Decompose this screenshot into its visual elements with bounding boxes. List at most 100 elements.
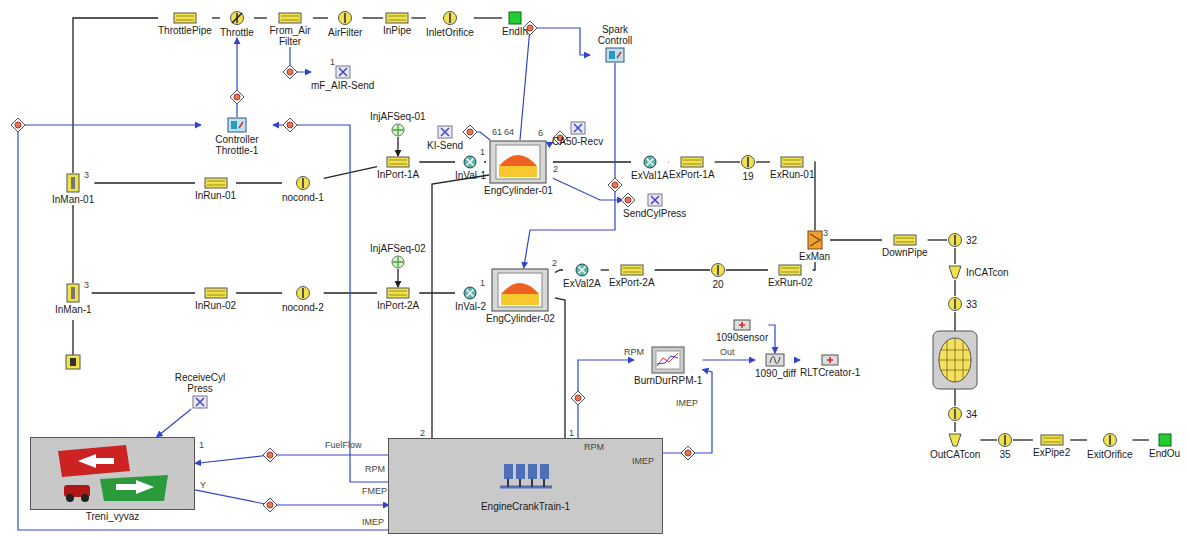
lookup-map: BurnDurRPM-1: [634, 346, 702, 386]
flow-connection: [92, 292, 195, 293]
part-label: nocond-2: [282, 302, 324, 313]
part-icon: [391, 255, 405, 269]
pipe-part: InRun-01: [195, 177, 236, 201]
part-label: InRun-01: [195, 190, 236, 201]
orifice-part: InletOrifice: [426, 10, 474, 38]
flow-connection: [726, 269, 768, 270]
part-label: DownPipe: [882, 247, 928, 258]
flow-connection: [553, 161, 631, 162]
flow-connection: [236, 292, 282, 293]
crank-train: EngineCrankTrain-1: [388, 438, 663, 534]
port-label: 3: [84, 170, 89, 180]
part-icon: [651, 346, 685, 374]
signal-diamond: [681, 446, 695, 460]
port-label: 3: [84, 280, 89, 290]
part-icon: [605, 47, 625, 63]
signal-diamond: [608, 178, 622, 192]
part-label: InjAFSeq-01: [370, 111, 426, 122]
part-label: InjAFSeq-02: [370, 243, 426, 254]
engine-cylinder: EngCylinder-01: [484, 140, 553, 196]
catalyst-grid: [939, 338, 971, 382]
pipe-part: ThrottlePipe: [158, 12, 212, 36]
part-label: RLTCreator-1: [800, 367, 860, 378]
flow-connection: [1013, 439, 1033, 440]
boundary-end: EndIn: [502, 11, 528, 37]
vehicle-model: Treni_vyvaz: [30, 437, 195, 522]
part-icon: [807, 230, 823, 250]
part-icon: [778, 264, 802, 276]
part-label: InVal-1: [455, 170, 486, 181]
flow-connection: [474, 17, 502, 18]
part-icon: [643, 155, 657, 169]
orifice-part: nocond-1: [282, 175, 324, 203]
part-label: EngineCrankTrain-1: [481, 501, 570, 512]
part-icon: [740, 154, 756, 170]
signal-wire: [796, 359, 800, 360]
part-icon: [386, 287, 410, 299]
port-label: IMEP: [632, 456, 654, 466]
part-icon: [278, 12, 302, 24]
signal-diamond: [11, 118, 25, 132]
flow-connection: [72, 205, 73, 283]
part-icon: [508, 11, 522, 25]
part-label: InRun-02: [195, 300, 236, 311]
port-label: 1: [480, 147, 485, 157]
port-label: 61: [492, 127, 502, 137]
signal-wire: [520, 28, 590, 140]
flow-connection: [212, 17, 220, 18]
part-label: InPort-1A: [377, 169, 419, 180]
part-icon: [295, 285, 311, 301]
part-label: Controller Throttle-1: [201, 134, 273, 156]
port-label: Y: [200, 480, 206, 490]
valve-part: ExVal2A: [563, 263, 601, 289]
part-icon: [1102, 432, 1118, 448]
flow-connection: [954, 280, 955, 296]
part-label: nocond-1: [282, 192, 324, 203]
signal-wire: [157, 409, 192, 437]
part-icon: [570, 121, 586, 135]
part-icon: [391, 123, 405, 137]
part-icon: [680, 156, 704, 168]
port-label: 64: [504, 127, 514, 137]
flow-connection: [419, 161, 455, 162]
part-label: ExitOrifice: [1087, 449, 1133, 460]
flow-connection: [954, 422, 955, 432]
pipe-part: InPipe: [383, 12, 411, 36]
pipe-part: ExRun-01: [770, 156, 814, 180]
port-label: IMEP: [676, 398, 698, 408]
part-label: mF_AIR-Send: [311, 80, 374, 91]
part-label: ExRun-01: [770, 169, 814, 180]
part-icon: [710, 262, 726, 278]
part-label: ExVal2A: [563, 278, 601, 289]
flow-connection: [715, 161, 740, 162]
port-label: FMEP: [362, 486, 387, 496]
signal-diamond: [263, 448, 277, 462]
signal-wire: [553, 178, 623, 200]
part-label: ExPort-2A: [609, 277, 655, 288]
flow-connection: [601, 269, 609, 270]
part-icon: [575, 263, 589, 277]
part-icon: [229, 10, 245, 26]
port-label: RPM: [624, 347, 644, 357]
part-label: InletOrifice: [426, 27, 474, 38]
part-icon: [1040, 434, 1064, 446]
part-label: InVal-2: [455, 301, 486, 312]
orifice-part: 35: [997, 432, 1013, 460]
part-label: KI-Send: [427, 140, 463, 151]
port-label: 1: [480, 278, 485, 288]
part-label: AirFilter: [328, 27, 362, 38]
flow-connection: [236, 182, 282, 183]
controller-part: Controller Throttle-1: [201, 117, 273, 156]
pipe-part: InRun-02: [195, 287, 236, 311]
port-label: FuelFlow: [325, 440, 362, 450]
signal-wire: [236, 38, 237, 117]
part-icon: [947, 232, 963, 248]
signal-sender: ReceiveCyl Press: [169, 372, 231, 409]
orifice-part: 34: [947, 406, 977, 422]
signal-sender: SendCylPress: [623, 193, 686, 219]
signal-sender: mF_AIR-Send: [311, 65, 374, 91]
signal-wire: [702, 359, 755, 360]
valve-part: InVal-1: [455, 155, 486, 181]
flow-connection: [928, 239, 947, 240]
flow-connection: [555, 270, 563, 273]
